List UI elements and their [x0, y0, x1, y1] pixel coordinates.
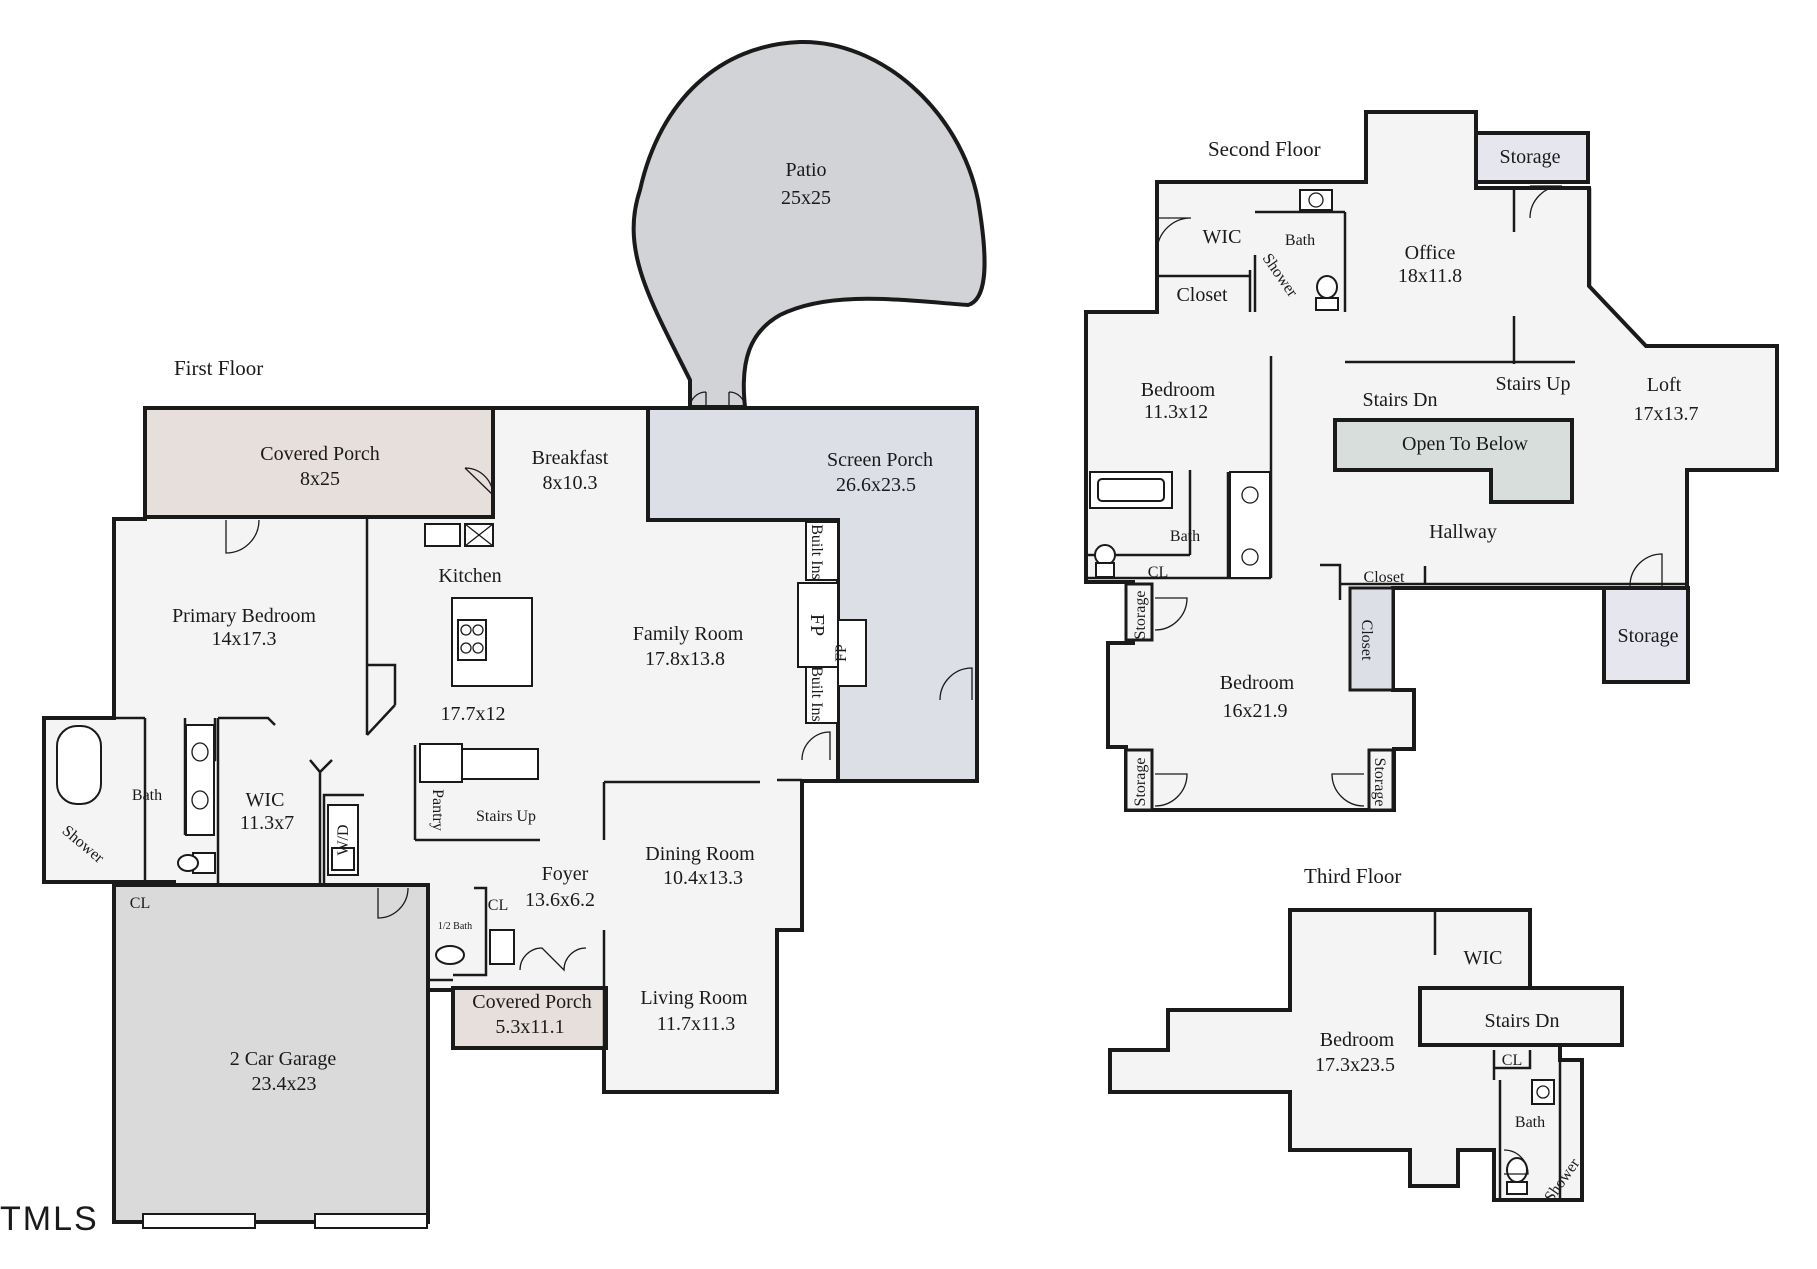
second-floor-labels: Second Floor Storage Storage Storage Sto…	[1132, 137, 1699, 806]
screen-porch-label: Screen Porch	[827, 449, 933, 471]
second-cl-label: CL	[1148, 564, 1168, 581]
storage-right-label: Storage	[1617, 625, 1678, 647]
third-floor	[1108, 908, 1624, 1202]
wd-label: W/D	[335, 824, 352, 855]
primary-cl-label: CL	[130, 895, 150, 912]
breakfast-dims: 8x10.3	[543, 472, 598, 494]
kitchen-label: Kitchen	[438, 565, 501, 587]
storage-right	[1602, 586, 1690, 684]
third-bedroom-dims: 17.3x23.5	[1315, 1054, 1395, 1076]
foyer-dims: 13.6x6.2	[525, 889, 595, 911]
covered-porch-top-area	[143, 406, 495, 519]
dining-room-label: Dining Room	[645, 843, 755, 865]
loft-dims: 17x13.7	[1634, 403, 1699, 425]
third-stairs-dn-label: Stairs Dn	[1485, 1010, 1560, 1032]
second-closet-label: Closet	[1176, 284, 1228, 306]
storage-left-mid	[1124, 582, 1154, 642]
family-room-label: Family Room	[633, 623, 744, 645]
patio-dims: 25x25	[781, 187, 831, 209]
office-label: Office	[1405, 242, 1456, 264]
second-top-bath-label: Bath	[1285, 232, 1315, 249]
primary-bedroom-dims: 14x17.3	[212, 628, 277, 650]
built-ins-lower-label: Built Ins	[808, 666, 825, 722]
breakfast-label: Breakfast	[532, 447, 609, 469]
foyer-label: Foyer	[542, 863, 589, 885]
open-to-below-label: Open To Below	[1402, 433, 1529, 455]
bedroom-b-label: Bedroom	[1220, 672, 1295, 694]
bedroom-a-dims: 11.3x12	[1144, 401, 1208, 423]
screen-porch-dims: 26.6x23.5	[836, 474, 916, 496]
third-wic-label: WIC	[1464, 947, 1503, 969]
storage-right-bottom	[1367, 748, 1395, 812]
storage-top	[1474, 131, 1590, 184]
storage-left-mid-label: Storage	[1132, 591, 1149, 640]
living-room-label: Living Room	[640, 987, 748, 1009]
dining-room-dims: 10.4x13.3	[663, 867, 743, 889]
wic-label: WIC	[246, 789, 285, 811]
second-wic-label: WIC	[1203, 226, 1242, 248]
second-stairs-up-label: Stairs Up	[1496, 373, 1571, 395]
patio-label: Patio	[785, 159, 826, 181]
storage-top-label: Storage	[1499, 146, 1560, 168]
foyer-cl-label: CL	[488, 897, 508, 914]
third-cl-label: CL	[1502, 1052, 1522, 1069]
covered-porch-top-dims: 8x25	[300, 468, 340, 490]
primary-bath-label: Bath	[132, 787, 162, 804]
third-bath-label: Bath	[1515, 1114, 1545, 1131]
third-stairs-area	[1418, 986, 1624, 1047]
fp-outdoor-label: FP	[833, 644, 850, 662]
second-floor-title: Second Floor	[1208, 137, 1321, 161]
second-floor	[1084, 110, 1779, 812]
patio-shape	[631, 39, 987, 409]
covered-porch-front-label: Covered Porch	[472, 991, 591, 1013]
built-ins-upper-label: Built Ins	[808, 524, 825, 580]
storage-left-bottom	[1124, 748, 1154, 812]
second-mid-bath-label: Bath	[1170, 528, 1200, 545]
office-dims: 18x11.8	[1398, 265, 1462, 287]
bedroom-a-label: Bedroom	[1141, 379, 1216, 401]
second-stairs-dn-label: Stairs Dn	[1363, 389, 1438, 411]
open-to-below-area	[1333, 418, 1574, 504]
fp-label: FP	[806, 614, 828, 636]
covered-porch-front-dims: 5.3x11.1	[495, 1016, 564, 1038]
bedroom-b-dims: 16x21.9	[1223, 700, 1288, 722]
garage-dims: 23.4x23	[252, 1073, 317, 1095]
storage-left-bottom-label: Storage	[1132, 758, 1149, 807]
pantry-label: Pantry	[429, 789, 446, 831]
third-floor-title: Third Floor	[1304, 864, 1401, 888]
bedroom-b-closet-label: Closet	[1358, 620, 1375, 661]
family-room-dims: 17.8x13.8	[645, 648, 725, 670]
half-bath-label: 1/2 Bath	[438, 921, 472, 932]
covered-porch-top-label: Covered Porch	[260, 443, 379, 465]
kitchen-dims: 17.7x12	[441, 703, 506, 725]
living-room-dims: 11.7x11.3	[657, 1013, 736, 1035]
loft-label: Loft	[1647, 374, 1682, 396]
first-floor	[42, 39, 987, 1229]
covered-porch-front-area	[451, 986, 608, 1050]
watermark-logo: TMLS	[0, 1200, 99, 1238]
first-floor-title: First Floor	[174, 356, 263, 380]
primary-bedroom-label: Primary Bedroom	[172, 605, 316, 627]
third-bedroom-label: Bedroom	[1320, 1029, 1395, 1051]
hall-closet-label: Closet	[1364, 569, 1405, 586]
garage-label: 2 Car Garage	[230, 1048, 337, 1070]
wic-dims: 11.3x7	[240, 812, 294, 834]
storage-right-bottom-label: Storage	[1371, 758, 1388, 807]
screen-porch-area	[646, 406, 979, 783]
first-stairs-up-label: Stairs Up	[476, 808, 536, 825]
hallway-label: Hallway	[1429, 521, 1497, 543]
